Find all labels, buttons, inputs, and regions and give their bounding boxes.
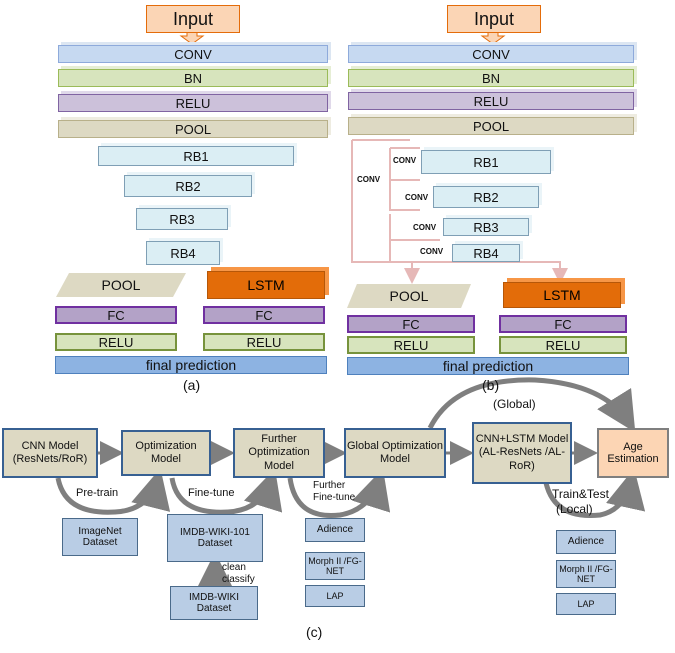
global-label: (Global) xyxy=(493,397,536,411)
finetune-label: Fine-tune xyxy=(188,487,235,499)
classify-label: classify xyxy=(222,574,255,585)
caption-c: (c) xyxy=(306,624,323,640)
optimization-model-box: Optimization Model xyxy=(121,430,211,476)
cnn-model-box: CNN Model (ResNets/RoR) xyxy=(2,428,98,478)
pool-layer-a: POOL xyxy=(58,120,328,138)
conv-rb4-label-b: CONV xyxy=(420,247,444,256)
lstm-block-a: LSTM xyxy=(207,271,325,299)
lstm-block-b: LSTM xyxy=(503,282,621,308)
final-prediction-b: final prediction xyxy=(347,357,629,375)
global-optimization-box: Global Optimization Model xyxy=(344,428,446,478)
caption-b: (b) xyxy=(482,377,500,393)
age-estimation-box: Age Estimation xyxy=(597,428,669,478)
relu-right-b: RELU xyxy=(499,336,627,354)
skip-connections-b xyxy=(351,139,568,284)
final-prediction-a: final prediction xyxy=(55,356,327,374)
bn-layer-b: BN xyxy=(348,69,634,87)
train-test-label-2: (Local) xyxy=(556,502,593,516)
further-finetune-label-1: Further xyxy=(313,480,346,491)
adience-box-1: Adience xyxy=(305,518,365,542)
caption-a: (a) xyxy=(183,377,201,393)
cnn-lstm-model-box: CNN+LSTM Model (AL-ResNets /AL-RoR) xyxy=(472,422,572,484)
train-test-label-1: Train&Test xyxy=(552,487,609,501)
rb1-block-b: RB1 xyxy=(421,150,551,174)
relu-layer-a: RELU xyxy=(58,94,328,112)
adience-box-2: Adience xyxy=(556,530,616,554)
relu-left-b: RELU xyxy=(347,336,475,354)
lap-box-1: LAP xyxy=(305,585,365,607)
further-finetune-label-2: Fine-tune xyxy=(313,492,356,503)
fc-left-a: FC xyxy=(55,306,177,324)
morph-box-2: Morph II /FG-NET xyxy=(556,560,616,588)
conv-layer-a: CONV xyxy=(58,45,328,63)
rb3-block-b: RB3 xyxy=(443,218,529,236)
lap-box-2: LAP xyxy=(556,593,616,615)
rb2-block-b: RB2 xyxy=(433,186,539,208)
pretrain-label: Pre-train xyxy=(76,487,119,499)
bn-layer-a: BN xyxy=(58,69,328,87)
conv-outer-label-b: CONV xyxy=(357,175,381,184)
conv-rb3-label-b: CONV xyxy=(413,223,437,232)
input-arrow-a xyxy=(179,31,205,45)
fc-right-b: FC xyxy=(499,315,627,333)
morph-box-1: Morph II /FG-NET xyxy=(305,552,365,580)
conv-layer-b: CONV xyxy=(348,45,634,63)
input-block-b: Input xyxy=(447,5,541,33)
further-optimization-box: Further Optimization Model xyxy=(233,428,325,478)
rb3-block-a: RB3 xyxy=(136,208,228,230)
clean-label: clean xyxy=(222,562,246,573)
pool-parallelogram-a: POOL xyxy=(56,273,186,297)
rb4-block-b: RB4 xyxy=(452,244,520,262)
imdb-wiki-box: IMDB-WIKI Dataset xyxy=(170,586,258,620)
imdb-wiki-101-box: IMDB-WIKI-101 Dataset xyxy=(167,514,263,562)
conv-rb1-label-b: CONV xyxy=(393,156,417,165)
rb2-block-a: RB2 xyxy=(124,175,252,197)
conv-rb2-label-b: CONV xyxy=(405,193,429,202)
fc-right-a: FC xyxy=(203,306,325,324)
relu-left-a: RELU xyxy=(55,333,177,351)
input-block-a: Input xyxy=(146,5,240,33)
rb4-block-a: RB4 xyxy=(146,241,220,265)
curved-arrows-c xyxy=(55,377,646,592)
input-arrow-b xyxy=(480,31,506,45)
rb1-block-a: RB1 xyxy=(98,146,294,166)
pool-parallelogram-b: POOL xyxy=(347,284,471,308)
imagenet-dataset-box: ImageNet Dataset xyxy=(62,518,138,556)
relu-layer-b: RELU xyxy=(348,92,634,110)
pool-layer-b: POOL xyxy=(348,117,634,135)
relu-right-a: RELU xyxy=(203,333,325,351)
fc-left-b: FC xyxy=(347,315,475,333)
